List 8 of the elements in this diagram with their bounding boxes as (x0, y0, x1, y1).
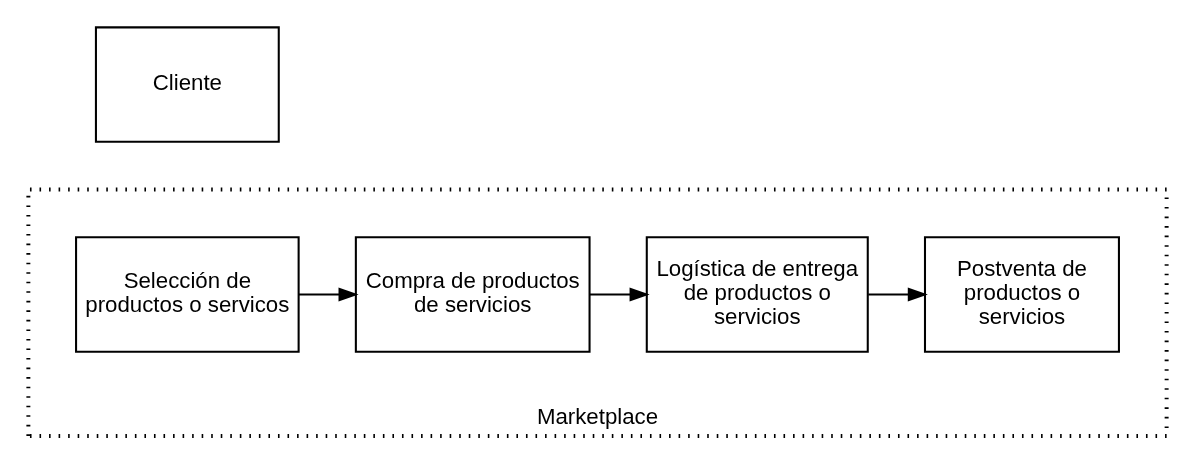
node-box: Logística de entrega de productos o servicios (645, 235, 869, 353)
arrow (298, 286, 359, 301)
node-box: Compra de productos de servicios (354, 235, 591, 353)
node-box: Postventa de productos o servicios (923, 235, 1120, 353)
arrow (589, 286, 650, 301)
arrow (868, 286, 928, 301)
node-box: Selección de productos o servicos (75, 235, 300, 353)
node-box: Cliente (94, 25, 280, 143)
